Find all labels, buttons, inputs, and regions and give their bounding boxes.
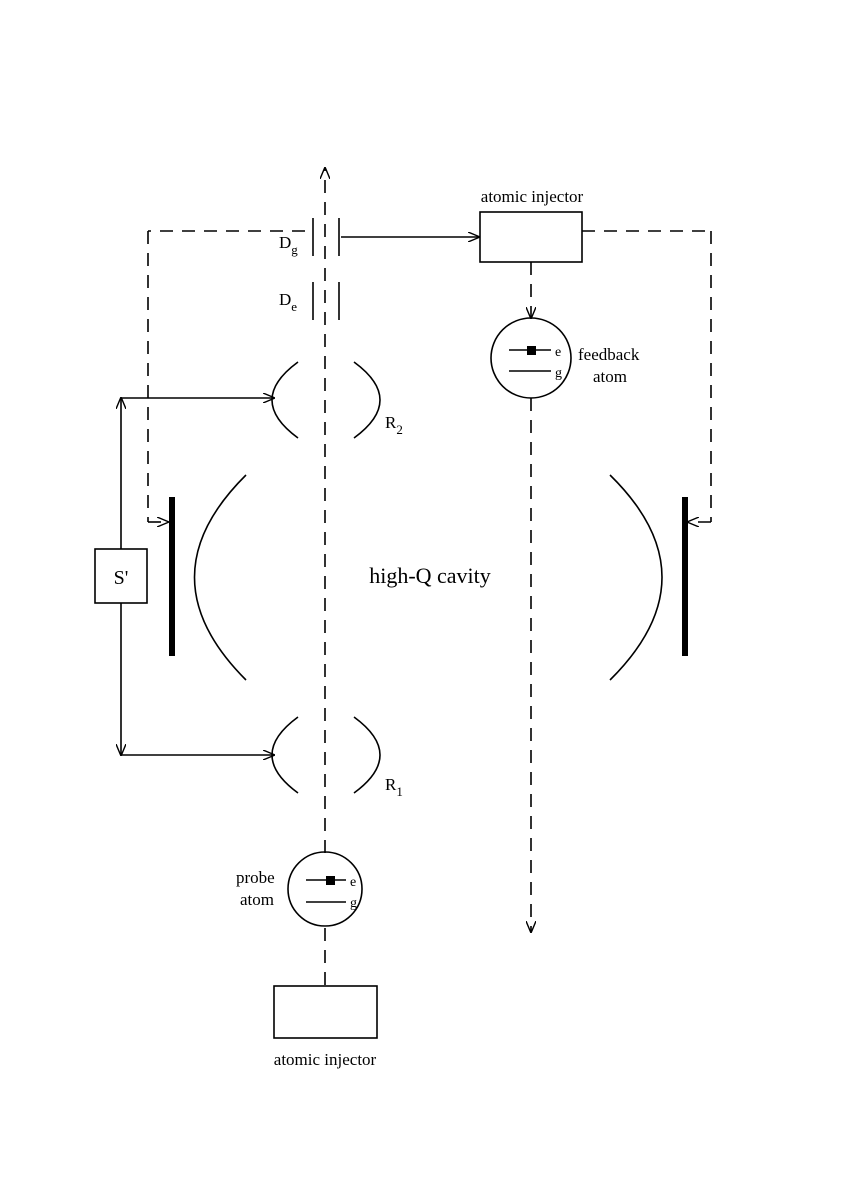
- feedback-atom-level-g: g: [555, 366, 562, 381]
- detector-dg: [312, 218, 340, 256]
- feedback-control-loop: [147, 230, 712, 522]
- cavity-mirror-left: [193, 474, 247, 681]
- probe-atom-level-e: e: [350, 875, 356, 890]
- detector-de-label: De: [279, 290, 297, 314]
- detector-dg-label: Dg: [279, 233, 298, 257]
- cavity-label: high-Q cavity: [369, 563, 491, 588]
- atomic-injector-bottom: [273, 985, 378, 1039]
- feedback-atom: [490, 317, 572, 399]
- feedback-atom-label-line2: atom: [593, 367, 627, 386]
- atomic-injector-top: [479, 211, 583, 263]
- ramsey-zone-r2-label: R2: [385, 413, 403, 437]
- atomic-injector-top-label: atomic injector: [481, 187, 584, 206]
- probe-atom: [287, 851, 363, 927]
- feedback-atom-label-line1: feedback: [578, 345, 640, 364]
- ramsey-zone-r1: [271, 716, 381, 794]
- ramsey-zone-r2: [271, 361, 381, 439]
- probe-atom-level-g: g: [350, 896, 357, 911]
- detector-de: [312, 282, 340, 320]
- feedback-atom-level-e: e: [555, 345, 561, 360]
- atomic-injector-bottom-label: atomic injector: [274, 1050, 377, 1069]
- probe-atom-label-line2: atom: [240, 890, 274, 909]
- source-box: [94, 548, 148, 604]
- source-connections: [121, 398, 274, 755]
- ramsey-zone-r1-label: R1: [385, 775, 403, 799]
- probe-atom-label-line1: probe: [236, 868, 275, 887]
- cavity-mirror-right: [609, 474, 663, 681]
- source-label: S': [114, 567, 129, 589]
